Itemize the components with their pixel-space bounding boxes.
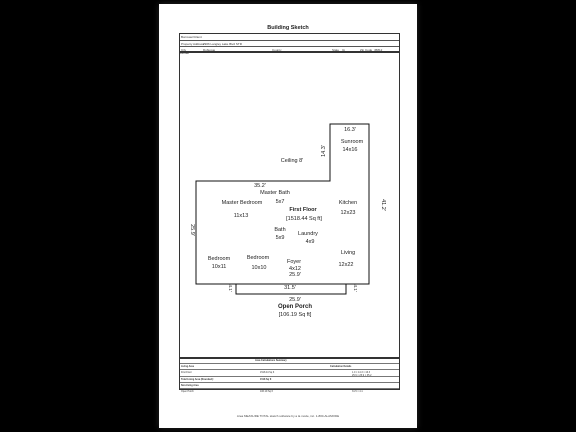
header-info-table: Borrower/Client Property Address 2906 La… [179,33,400,52]
porch-outline [235,284,347,295]
room-bedroom1-label: Bedroom [208,256,231,262]
room-living-label: Living [341,250,355,256]
room-laundry-size: 4x9 [306,239,315,245]
city-row: City Dubuque County State IA Zip Code 45… [180,47,399,53]
room-bath-size: 5x9 [276,235,285,241]
summary-col-calc: Calculation Details [330,365,352,368]
room-kitchen-label: Kitchen [339,200,357,206]
dim-porch-bottom: 25.9' [289,297,301,303]
room-master-bath-label: Master Bath [260,190,290,196]
state-label: State [332,48,340,52]
room-kitchen-size: 12x23 [341,210,356,216]
room-foyer-size: 4x12 [289,266,301,272]
dim-porch-top: 31.5' [284,285,296,291]
zip-label: Zip Code [360,48,373,52]
borrower-row: Borrower/Client [180,34,399,41]
room-living-size: 12x22 [339,262,354,268]
row1-label: First Floor [181,371,192,374]
row1-value: 1518.44 Sq ft [260,371,275,374]
room-master-bath-size: 5x7 [276,199,285,205]
room-bedroom2-label: Bedroom [247,255,270,261]
room-sunroom-label: Sunroom [341,139,364,145]
room-master-bedroom-label: Master Bedroom [222,200,263,206]
room-laundry-label: Laundry [298,231,318,237]
dim-right-notch: 14.3' [321,145,327,157]
room-master-bedroom-size: 11x13 [234,213,249,219]
city-value: Dubuque [203,48,216,52]
room-bedroom2-size: 10x10 [252,265,267,271]
summary-row-nonliving: Non-living Area [180,383,399,389]
house-outline [195,123,370,285]
row4-label: Open Porch [181,390,194,393]
area-summary-table: Area Calculations Summary Living Area Ca… [179,357,400,393]
summary-row-total: Total Living Area (Rounded): 1518 Sq ft [180,377,399,383]
property-label: Property Address [181,41,205,46]
borrower-label: Borrower/Client [181,35,202,39]
property-value: 2906 Langley Lake Blvd STR [203,41,242,46]
dim-top-left: 35.2' [254,183,266,189]
property-row: Property Address 2906 Langley Lake Blvd … [180,41,399,47]
document-title: Building Sketch [267,25,309,31]
summary-row-first-floor: First Floor 1518.44 Sq ft 1.0 × 14.3 × 1… [180,370,399,377]
row3-label: Non-living Area [181,384,199,387]
summary-col-living: Living Area [181,365,194,368]
summary-header-row: Area Calculations Summary [180,358,399,364]
open-porch-label: Open Porch [278,304,312,310]
summary-row-porch: Open Porch 106.19 Sq ft 31.5 × 4.1 [180,389,399,394]
first-floor-area: [1518.44 Sq ft] [286,216,322,222]
dim-right-side: 41.2' [380,199,386,211]
room-sunroom-size: 14x16 [343,147,358,153]
dim-left-side: 25.9' [189,224,195,236]
document-page: Building Sketch Borrower/Client Property… [159,4,417,428]
row2-value: 1518 Sq ft [260,378,272,381]
room-foyer-label: Foyer [287,259,301,265]
city-label: City [181,48,187,52]
county-label: County [272,48,282,52]
room-bath-label: Bath [274,227,285,233]
summary-col-row: Living Area Calculation Details [180,364,399,370]
document-footer: Area MEASURE TOTAL sketch software by a … [236,414,340,418]
ceiling-note: Ceiling 8' [281,158,303,164]
dim-porch-left: 4.1' [228,284,233,291]
first-floor-label: First Floor [289,207,317,213]
room-bedroom1-size: 10x11 [212,264,227,270]
row2-label: Total Living Area (Rounded): [181,378,214,381]
zip-value: 45812 [374,48,383,52]
row4-calc: 31.5 × 4.1 [352,390,363,393]
row1-calc-b: 25.9 × 25.9 × 35.2 [352,373,372,377]
summary-title: Area Calculations Summary [255,359,287,362]
row4-value: 106.19 Sq ft [260,390,273,393]
dim-top-right: 16.3' [344,127,356,133]
dim-porch-right: 4.1' [353,284,358,291]
row1-calc-a: 1.0 × 14.3 × 16.3 [352,371,371,374]
open-porch-area: [106.19 Sq ft] [279,312,312,318]
dim-bottom-house: 25.9' [289,272,301,278]
state-value: IA [342,48,345,52]
